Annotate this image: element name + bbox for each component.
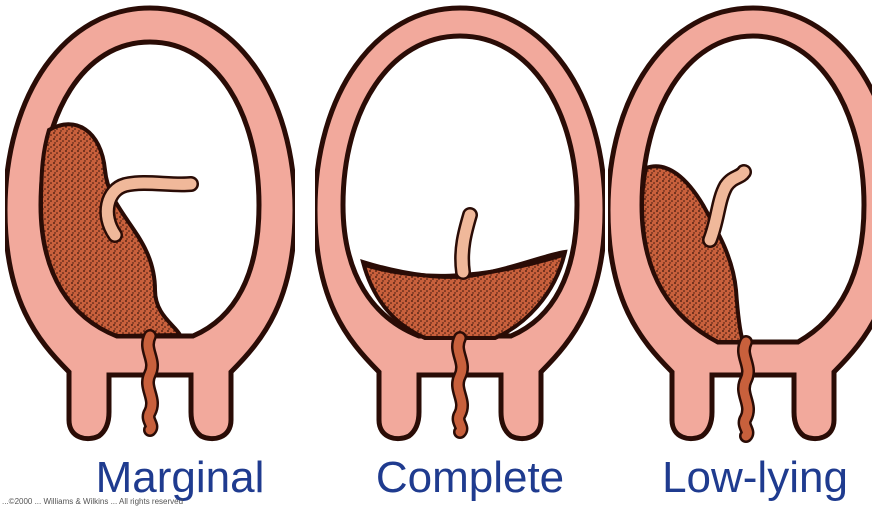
uterus-diagram-marginal [5,0,295,460]
copyright-notice: ...©2000 ... Williams & Wilkins ... All … [2,497,462,507]
label-low-lying: Low-lying [640,452,870,504]
uterus-diagram-low-lying [608,0,872,460]
uterus-diagram-complete [315,0,605,460]
